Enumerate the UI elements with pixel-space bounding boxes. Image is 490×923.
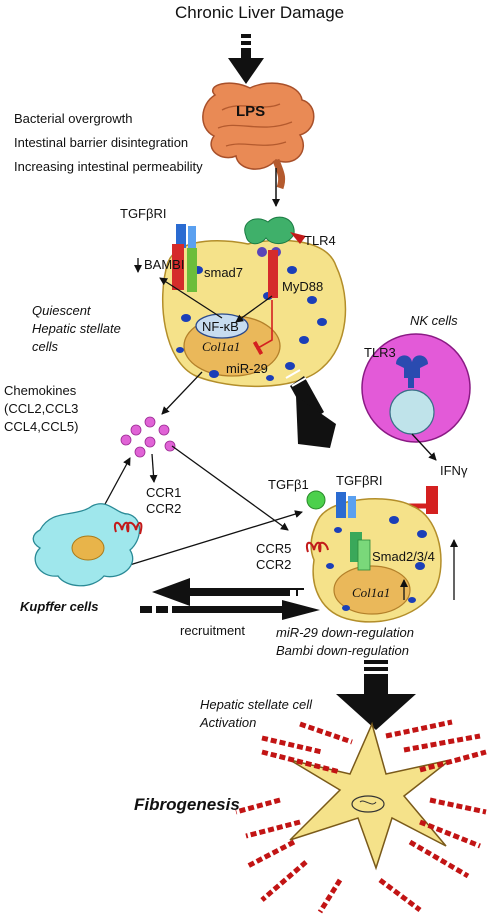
col1a1-label-activated: Col1a1 [352, 585, 391, 600]
myd88-label: MyD88 [282, 279, 324, 294]
ccr5-label: CCR5 [256, 541, 292, 556]
arrow-nfkb-to-bambi [159, 277, 223, 319]
quiescent-label-2: Hepatic stellate [32, 321, 121, 336]
ifng-inhibit-bar [426, 486, 438, 514]
quiescent-label-3: cells [32, 339, 59, 354]
kupffer-cell [32, 503, 143, 587]
smad-label: Smad2/3/4 [372, 549, 435, 564]
col1a1-label-quiescent: Col1a1 [202, 339, 241, 354]
fibrogenesis-cell [289, 721, 451, 871]
arrow-kupffer-to-tgfb1 [119, 510, 303, 569]
ccr2-label-kupffer: CCR2 [146, 501, 182, 516]
big-arrow-top [228, 34, 264, 84]
bambi-down-label: Bambi down-regulation [276, 643, 409, 658]
arrow-cell-to-chemokines [161, 371, 203, 415]
tgfbri-receptor-quiescent [172, 224, 197, 292]
kupffer-cells-label: Kupffer cells [20, 599, 99, 614]
recruitment-label: recruitment [180, 623, 246, 638]
arrow-nk-to-ifng [411, 433, 437, 461]
nk-cells-label: NK cells [410, 313, 458, 328]
tgfb1-label: TGFβ1 [268, 477, 309, 492]
tgfbri-receptor-activated [305, 490, 371, 571]
diagram-title: Chronic Liver Damage [175, 3, 345, 22]
tlr4-label: TLR4 [304, 233, 336, 248]
activation-label-1: Hepatic stellate cell [200, 697, 312, 712]
activated-cell [310, 498, 442, 623]
big-arrow-middle [285, 369, 336, 448]
big-arrow-bottom [336, 660, 416, 730]
ccr1-label: CCR1 [146, 485, 182, 500]
mir29-down-label: miR-29 down-regulation [276, 625, 415, 640]
ccr2-label-activated: CCR2 [256, 557, 292, 572]
recruitment-arrows [140, 578, 320, 620]
cause-2: Intestinal barrier disintegration [14, 135, 189, 150]
tgfbri-label-activated: TGFβRI [336, 473, 383, 488]
chemokine-particles [120, 416, 176, 458]
tlr4-receptor [244, 216, 306, 298]
tgfbri-label-quiescent: TGFβRI [120, 206, 167, 221]
arrow-myd88-to-nfkb [235, 295, 273, 323]
chemokines-label-3: CCL4,CCL5) [4, 419, 79, 434]
intestine-illustration [202, 82, 315, 190]
ifng-label: IFNγ [440, 463, 468, 478]
fibrogenesis-label: Fibrogenesis [134, 795, 240, 814]
tlr3-label: TLR3 [364, 345, 396, 360]
cause-1: Bacterial overgrowth [14, 111, 133, 126]
arrow-chemokines-to-ccr1 [149, 453, 158, 483]
inhibit-mir29 [252, 300, 273, 356]
collagen-fibers [235, 719, 487, 914]
lps-label: LPS [236, 103, 266, 120]
nk-cell [361, 333, 471, 443]
nfkb-label: NF-κB [202, 319, 239, 334]
smad7-label: smad7 [204, 265, 244, 280]
chemokines-label-1: Chemokines [4, 383, 77, 398]
activation-label-2: Activation [200, 715, 257, 730]
arrow-kupffer-to-chemokines [103, 457, 131, 507]
arrow-chemokines-to-ccr5 [171, 445, 289, 531]
chemokines-label-2: (CCL2,CCL3 [4, 401, 79, 416]
mir29-label: miR-29 [226, 361, 268, 376]
cause-3: Increasing intestinal permeability [14, 159, 203, 174]
quiescent-label-1: Quiescent [32, 303, 91, 318]
bambi-label: BAMBI [144, 257, 185, 272]
